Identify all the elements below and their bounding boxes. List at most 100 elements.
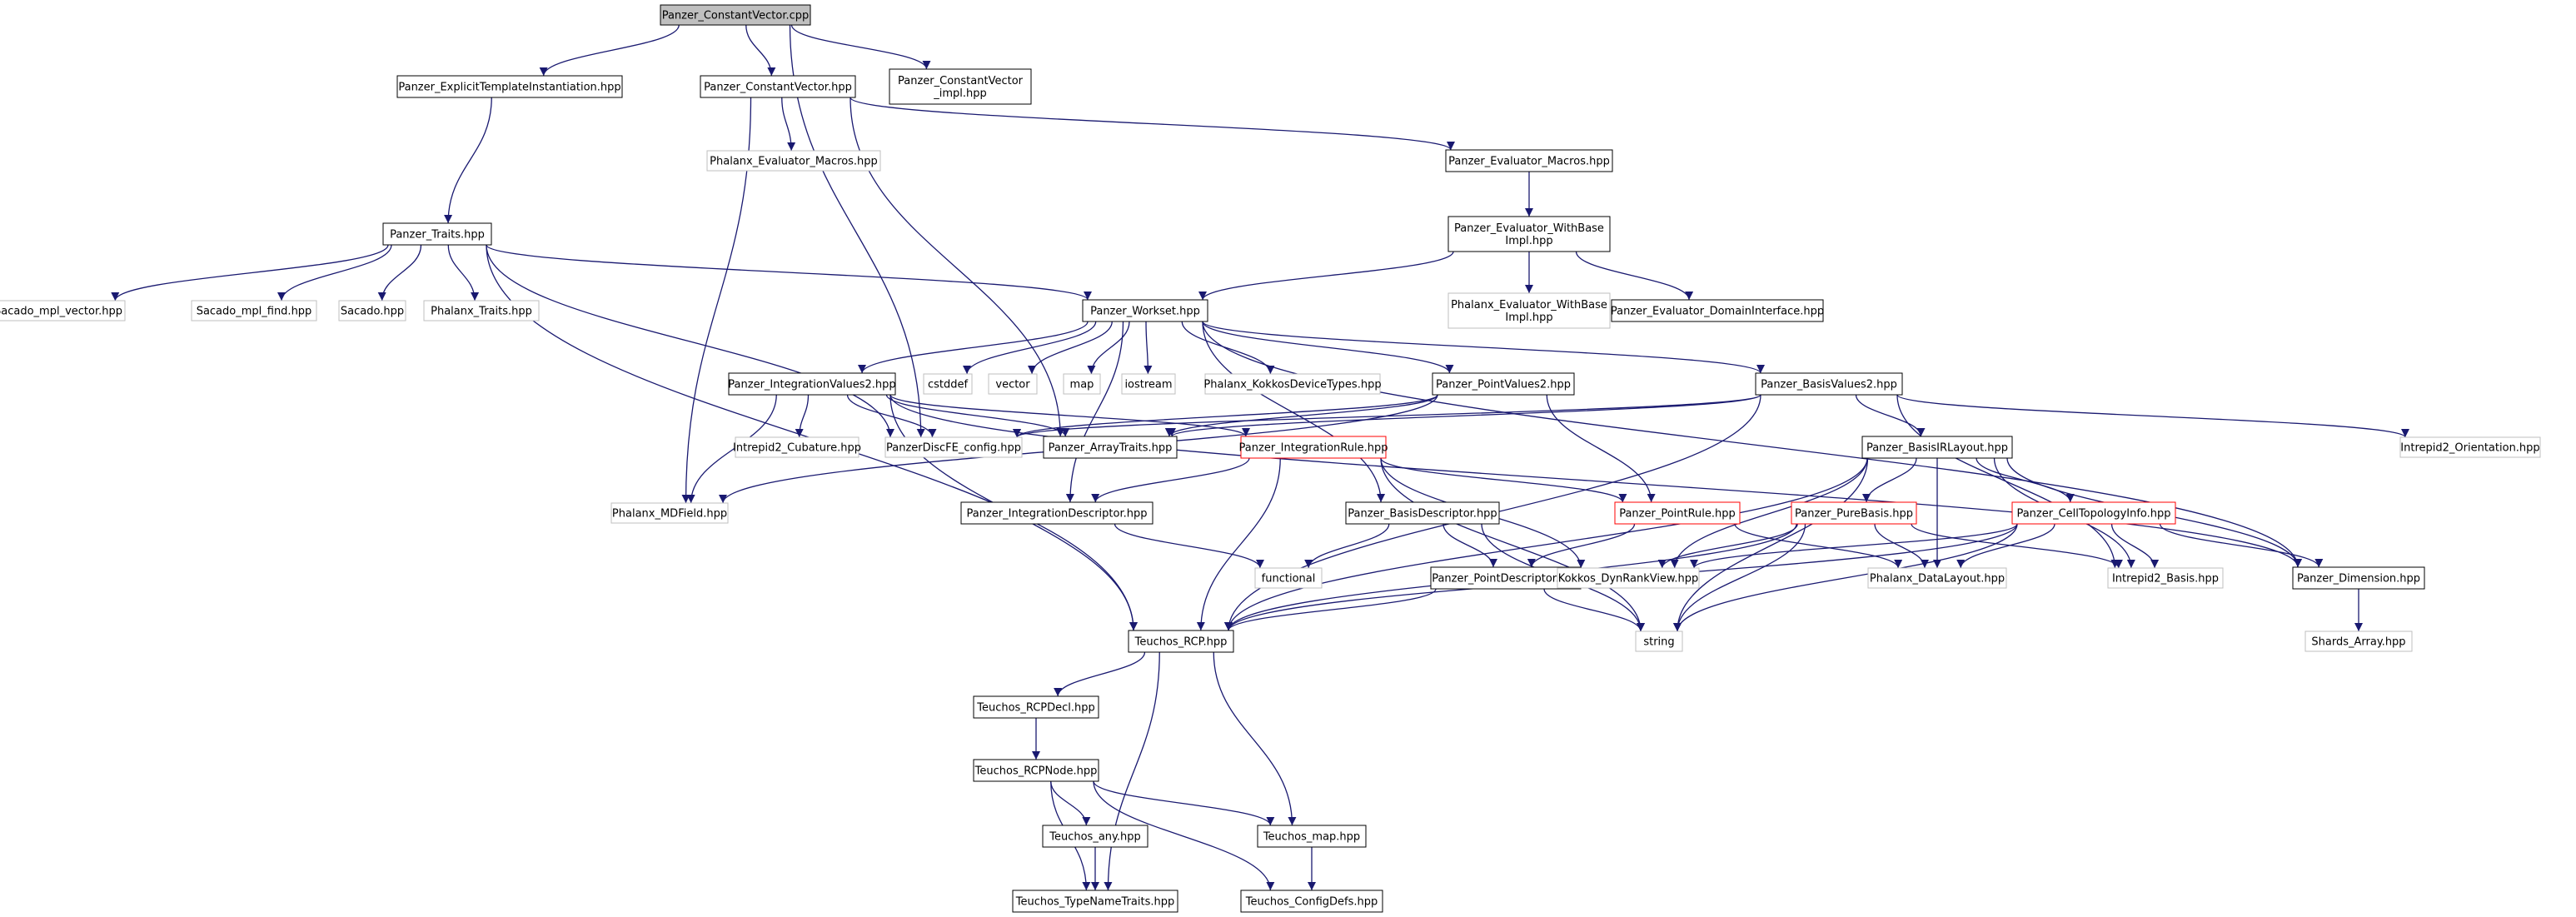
node-label: Panzer_ExplicitTemplateInstantiation.hpp bbox=[398, 82, 620, 94]
node-rcpnode[interactable]: Teuchos_RCPNode.hpp bbox=[973, 759, 1099, 782]
edge-workset-to-dimension bbox=[1202, 321, 2302, 568]
node-sacmplvec: Sacado_mpl_vector.hpp bbox=[0, 300, 126, 321]
edge-pointrule-to-ptdesc bbox=[1527, 523, 1636, 568]
node-label: Teuchos_RCP.hpp bbox=[1134, 636, 1228, 649]
node-phxdl: Phalanx_DataLayout.hpp bbox=[1867, 567, 2007, 589]
edge-cvhpp-to-pzmacros bbox=[850, 97, 1455, 151]
node-eti[interactable]: Panzer_ExplicitTemplateInstantiation.hpp bbox=[396, 75, 623, 98]
edge-ptval2-to-arraytraits bbox=[1164, 394, 1438, 437]
node-label: Teuchos_map.hpp bbox=[1263, 831, 1360, 844]
node-cvimpl[interactable]: Panzer_ConstantVector_impl.hpp bbox=[889, 68, 1032, 105]
node-domainiface[interactable]: Panzer_Evaluator_DomainInterface.hpp bbox=[1611, 299, 1824, 322]
node-label: Panzer_ConstantVector bbox=[898, 75, 1024, 87]
edge-basisval2-to-basisirl bbox=[1855, 394, 1926, 437]
node-label: Impl.hpp bbox=[1505, 235, 1552, 247]
node-box bbox=[1063, 373, 1101, 395]
node-label: Intrepid2_Cubature.hpp bbox=[733, 442, 861, 455]
node-basisval2[interactable]: Panzer_BasisValues2.hpp bbox=[1755, 372, 1903, 396]
node-label: map bbox=[1070, 379, 1094, 391]
edge-intval2-to-mdfield bbox=[686, 394, 777, 504]
node-cvhpp[interactable]: Panzer_ConstantVector.hpp bbox=[700, 75, 856, 98]
edge-workset-to-intdesc bbox=[1065, 321, 1124, 503]
edge-intrule-to-rcp bbox=[1196, 457, 1281, 631]
edge-celltopo-to-dimension bbox=[2159, 523, 2324, 568]
node-rcpdecl[interactable]: Teuchos_RCPDecl.hpp bbox=[973, 695, 1099, 719]
node-traits[interactable]: Panzer_Traits.hpp bbox=[382, 222, 492, 246]
edge-celltopo-to-phxdl bbox=[1956, 523, 2055, 569]
edge-traits-to-pdfeconfig bbox=[486, 244, 894, 438]
node-ptdesc[interactable]: Panzer_PointDescriptor.hpp bbox=[1430, 566, 1582, 590]
node-label: Phalanx_Evaluator_WithBase bbox=[1451, 299, 1607, 311]
node-label: Panzer_BasisDescriptor.hpp bbox=[1348, 508, 1497, 521]
node-label: Phalanx_Traits.hpp bbox=[431, 306, 532, 318]
edge-workset-to-vector bbox=[1028, 321, 1113, 375]
node-configdefs[interactable]: Teuchos_ConfigDefs.hpp bbox=[1240, 890, 1383, 913]
edge-intval2-to-pdfeconfig bbox=[846, 394, 937, 438]
node-intval2[interactable]: Panzer_IntegrationValues2.hpp bbox=[728, 372, 896, 396]
node-intrcub: Intrepid2_Cubature.hpp bbox=[733, 436, 861, 458]
node-introrient: Intrepid2_Orientation.hpp bbox=[2399, 436, 2541, 458]
node-box bbox=[610, 502, 729, 524]
edge-ptdesc-to-string bbox=[1543, 588, 1645, 632]
dependency-nodes: Panzer_ConstantVector.cppPanzer_Explicit… bbox=[0, 4, 2541, 913]
node-label: Sacado_mpl_find.hpp bbox=[197, 306, 312, 318]
node-box bbox=[1254, 567, 1323, 589]
node-intrule[interactable]: Panzer_IntegrationRule.hpp bbox=[1239, 436, 1388, 459]
node-box bbox=[1012, 890, 1178, 913]
node-box bbox=[2107, 567, 2224, 589]
node-label: Intrepid2_Orientation.hpp bbox=[2400, 442, 2539, 455]
node-box bbox=[1204, 373, 1381, 395]
node-label: Sacado.hpp bbox=[341, 306, 404, 318]
edge-rcp-to-typename bbox=[1104, 651, 1160, 891]
node-label: string bbox=[1643, 636, 1674, 649]
node-label: Phalanx_Evaluator_Macros.hpp bbox=[710, 156, 878, 168]
edge-rcp-to-tmap bbox=[1213, 651, 1297, 826]
node-box bbox=[382, 222, 492, 246]
node-label: Shards_Array.hpp bbox=[2311, 636, 2405, 649]
node-dimension[interactable]: Panzer_Dimension.hpp bbox=[2292, 566, 2425, 590]
node-box bbox=[1240, 436, 1387, 459]
node-ptval2[interactable]: Panzer_PointValues2.hpp bbox=[1432, 372, 1575, 396]
node-label: Panzer_BasisValues2.hpp bbox=[1761, 379, 1897, 391]
node-purebasis[interactable]: Panzer_PureBasis.hpp bbox=[1791, 501, 1917, 525]
node-pointrule[interactable]: Panzer_PointRule.hpp bbox=[1614, 501, 1741, 525]
node-label: Panzer_ConstantVector.cpp bbox=[662, 10, 810, 22]
node-label: Panzer_IntegrationValues2.hpp bbox=[728, 379, 895, 391]
node-pzmacros[interactable]: Panzer_Evaluator_Macros.hpp bbox=[1445, 149, 1613, 172]
node-cstddef: cstddef bbox=[923, 373, 973, 395]
node-basisirl[interactable]: Panzer_BasisIRLayout.hpp bbox=[1861, 436, 2013, 459]
node-box bbox=[1430, 566, 1582, 590]
node-tmap[interactable]: Teuchos_map.hpp bbox=[1257, 825, 1367, 848]
node-any[interactable]: Teuchos_any.hpp bbox=[1042, 825, 1148, 848]
edge-workset-to-kokkosdev bbox=[1181, 321, 1275, 375]
node-box bbox=[338, 300, 406, 321]
node-label: Panzer_PointRule.hpp bbox=[1619, 508, 1736, 521]
node-label: Panzer_Traits.hpp bbox=[390, 229, 485, 242]
node-box bbox=[889, 68, 1032, 105]
edge-intrule-to-intdesc bbox=[1091, 457, 1250, 503]
node-typename[interactable]: Teuchos_TypeNameTraits.hpp bbox=[1012, 890, 1178, 913]
node-intdesc[interactable]: Panzer_IntegrationDescriptor.hpp bbox=[960, 501, 1153, 525]
edge-basisirl-to-purebasis bbox=[1862, 457, 1917, 503]
node-pdfeconfig: PanzerDiscFE_config.hpp bbox=[884, 436, 1023, 458]
node-root[interactable]: Panzer_ConstantVector.cpp bbox=[660, 4, 811, 26]
node-box bbox=[1128, 630, 1234, 653]
node-box bbox=[1861, 436, 2013, 459]
node-label: Panzer_ArrayTraits.hpp bbox=[1049, 442, 1173, 455]
edge-purebasis-to-kokkosdrv bbox=[1657, 523, 1798, 569]
node-workset[interactable]: Panzer_Workset.hpp bbox=[1082, 299, 1208, 322]
node-phxmacros: Phalanx_Evaluator_Macros.hpp bbox=[706, 150, 881, 172]
node-basisdesc[interactable]: Panzer_BasisDescriptor.hpp bbox=[1345, 501, 1500, 525]
edge-intval2-to-intrcub bbox=[795, 394, 810, 438]
node-box bbox=[423, 300, 540, 321]
node-box bbox=[1635, 630, 1683, 652]
node-celltopo[interactable]: Panzer_CellTopologyInfo.hpp bbox=[2011, 501, 2176, 525]
node-label: Kokkos_DynRankView.hpp bbox=[1558, 573, 1699, 586]
node-arraytraits[interactable]: Panzer_ArrayTraits.hpp bbox=[1043, 436, 1178, 459]
node-map: map bbox=[1063, 373, 1101, 395]
node-rcp[interactable]: Teuchos_RCP.hpp bbox=[1128, 630, 1234, 653]
edge-traits-to-sacmplvec bbox=[111, 244, 389, 302]
node-box bbox=[923, 373, 973, 395]
